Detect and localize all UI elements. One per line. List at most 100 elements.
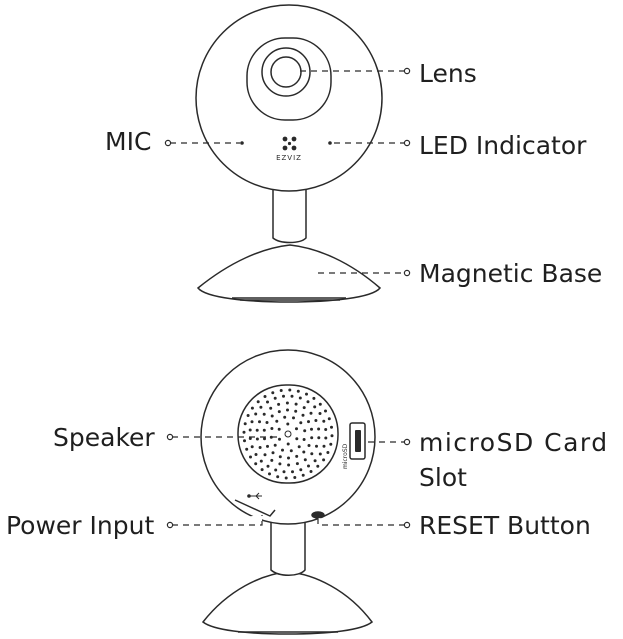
speaker-hole (302, 438, 306, 441)
speaker-hole (262, 412, 266, 416)
speaker-hole (318, 402, 322, 406)
speaker-hole (322, 419, 326, 423)
speaker-hole (330, 425, 333, 429)
speaker-hole (268, 472, 271, 476)
speaker-hole (329, 442, 333, 446)
speaker-hole (250, 420, 254, 424)
speaker-hole (243, 422, 247, 426)
ezviz-logo-icon (282, 136, 297, 151)
speaker-hole (273, 443, 277, 447)
speaker-hole (293, 476, 297, 479)
speaker-hole (314, 419, 318, 422)
callout-end-led (403, 139, 411, 147)
speaker-hole (299, 421, 303, 425)
speaker-hole (297, 445, 301, 449)
speaker-hole (284, 476, 288, 480)
label-power-input: Power Input (6, 511, 155, 540)
speaker-hole (266, 400, 269, 404)
speaker-hole (303, 429, 307, 433)
speaker-hole (276, 475, 280, 479)
speaker-hole (287, 456, 290, 460)
speaker-hole (254, 412, 258, 416)
speaker-hole (259, 459, 263, 463)
brand-wordmark: EZVIZ (276, 154, 302, 162)
speaker-hole (301, 413, 305, 417)
speaker-hole (322, 458, 326, 462)
speaker-hole (270, 458, 274, 462)
label-lens: Lens (419, 59, 477, 88)
speaker-hole (250, 406, 254, 410)
speaker-hole (322, 444, 326, 448)
speaker-hole (302, 450, 306, 454)
speaker-hole (294, 402, 298, 406)
speaker-hole (286, 408, 289, 412)
speaker-hole (282, 394, 285, 398)
callout-end-reset (403, 521, 411, 529)
speaker-hole (242, 430, 246, 434)
speaker-hole (298, 396, 302, 400)
speaker-center-hole (284, 430, 292, 438)
speaker-hole (306, 400, 310, 404)
callout-end-magnetic-base (403, 269, 411, 277)
speaker-hole (310, 452, 314, 456)
speaker-hole (312, 396, 316, 400)
slot-marking: microSD (342, 443, 349, 469)
speaker-hole (263, 453, 267, 457)
speaker-hole (258, 446, 262, 449)
speaker-hole (324, 436, 328, 440)
label-speaker: Speaker (53, 423, 155, 452)
speaker-hole (295, 462, 299, 466)
mic-hole (240, 141, 244, 145)
speaker-hole (288, 388, 292, 392)
speaker-hole (302, 406, 306, 410)
speaker-hole (327, 417, 331, 421)
speaker-hole (269, 406, 273, 410)
speaker-hole (299, 468, 303, 472)
speaker-hole (315, 444, 318, 448)
speaker-hole (310, 436, 314, 440)
speaker-hole (255, 437, 259, 441)
speaker-hole (316, 464, 320, 468)
speaker-hole (292, 416, 295, 420)
callout-end-speaker (166, 433, 174, 441)
speaker-hole (263, 437, 266, 441)
speaker-hole (313, 459, 317, 463)
speaker-hole (275, 419, 279, 423)
speaker-hole (290, 394, 294, 398)
power-input-port (234, 499, 276, 517)
speaker-hole (271, 451, 275, 455)
callout-end-power (166, 521, 174, 529)
speaker-hole (286, 442, 290, 446)
speaker-hole (283, 415, 287, 419)
speaker-hole (277, 402, 281, 406)
led-dot (328, 141, 332, 145)
speaker-hole (286, 422, 290, 426)
reset-button-hole (311, 511, 325, 519)
speaker-hole (266, 464, 270, 468)
speaker-hole (246, 414, 250, 417)
speaker-hole (303, 458, 307, 462)
callout-end-microsd (403, 438, 411, 446)
leader-power-input (172, 515, 263, 526)
front-magnetic-base (196, 244, 382, 303)
speaker-hole (295, 427, 298, 431)
speaker-hole (271, 391, 275, 395)
back-neck (270, 509, 306, 576)
speaker-hole (274, 468, 278, 472)
speaker-hole (270, 414, 274, 418)
leader-reset (317, 518, 404, 526)
speaker-hole (309, 411, 313, 415)
speaker-hole (243, 439, 246, 443)
label-microsd-line1: microSD Card (419, 428, 609, 457)
label-reset-button: RESET Button (419, 511, 591, 540)
microsd-slot (349, 422, 366, 460)
callout-end-mic (164, 139, 172, 147)
speaker-hole (307, 464, 310, 468)
speaker-hole (258, 420, 261, 424)
front-neck (272, 184, 307, 244)
speaker-hole (295, 454, 299, 458)
speaker-hole (265, 421, 269, 424)
speaker-hole (301, 473, 305, 477)
label-mic: MIC (105, 127, 152, 156)
